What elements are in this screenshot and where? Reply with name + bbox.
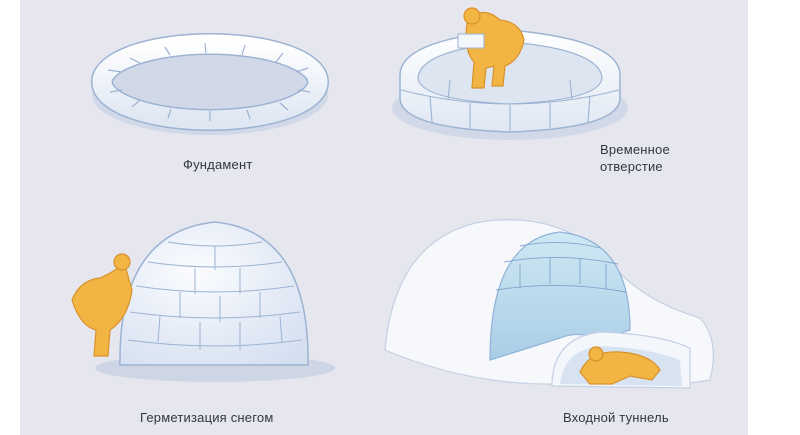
igloo-dome-icon bbox=[71, 221, 335, 382]
builder-figure-icon bbox=[457, 7, 525, 89]
caption-snow-sealing: Герметизация снегом bbox=[140, 410, 274, 425]
crawling-figure-icon bbox=[579, 346, 661, 385]
igloo-wall-icon bbox=[392, 7, 628, 140]
caption-foundation: Фундамент bbox=[183, 157, 253, 172]
caption-temporary-opening: Временное отверстие bbox=[600, 141, 710, 175]
worker-figure-icon bbox=[71, 253, 133, 357]
caption-entrance-tunnel: Входной туннель bbox=[563, 410, 669, 425]
igloo-cutaway-icon bbox=[384, 219, 714, 389]
caption-line: Временное bbox=[600, 142, 670, 157]
caption-line: отверстие bbox=[600, 159, 663, 174]
foundation-ring-icon bbox=[91, 33, 329, 135]
